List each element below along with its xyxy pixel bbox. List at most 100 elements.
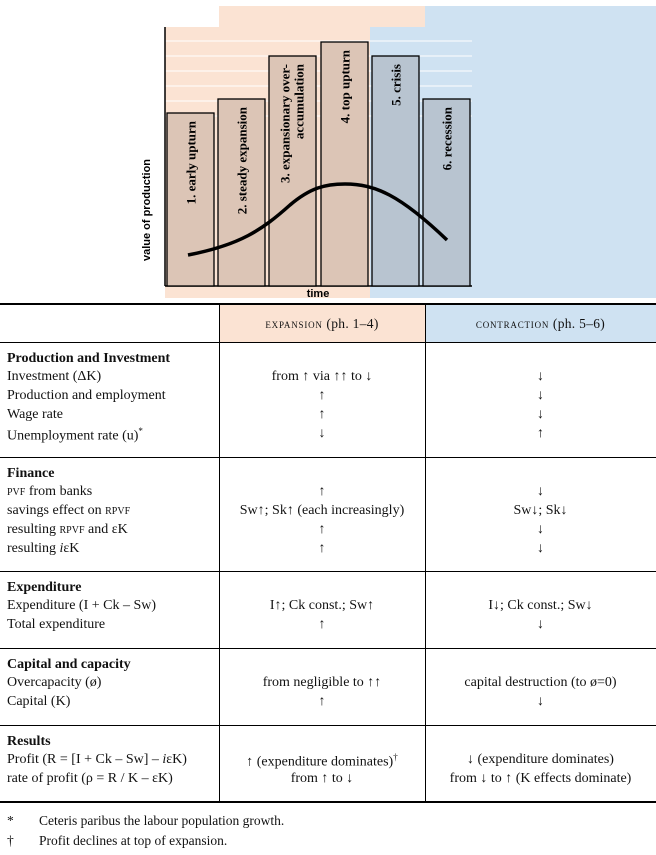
expansion-cell: ↑: [318, 541, 326, 556]
expansion-header-phases: (ph. 1–4): [322, 316, 379, 331]
section-title: Finance: [7, 466, 55, 481]
phase-bar: [217, 98, 266, 287]
contraction-cell: ↓ (expenditure dominates): [467, 752, 614, 767]
footnote-text: Profit declines at top of expansion.: [39, 833, 228, 848]
phase-label: 2. steady expansion: [235, 106, 250, 214]
expansion-header: expansion (ph. 1–4): [219, 305, 425, 342]
row-label: Total expenditure: [7, 617, 106, 632]
x-axis-label: time: [307, 288, 330, 300]
table-row: Total expenditure↑↓: [0, 617, 656, 635]
row-label: rate of profit (ρ = R / K – εK): [7, 771, 173, 786]
contraction-header-bg: [425, 305, 656, 342]
business-cycle-diagram: 1. early upturn 2. steady expansion 3. exp…: [0, 0, 656, 300]
column-divider: [425, 726, 426, 801]
diagram-canvas: 1. early upturn 2. steady expansion 3. exp…: [141, 6, 656, 300]
phase-bar: [320, 41, 369, 287]
contraction-header-phases: (ph. 5–6): [549, 316, 606, 331]
cycle-curve: [187, 182, 449, 257]
header-divider-right: [425, 305, 426, 342]
header-divider-left: [219, 305, 220, 342]
section-rule: [0, 648, 656, 649]
expansion-cell: ↑: [318, 522, 326, 537]
contraction-cell: ↓: [537, 407, 544, 422]
row-label: Expenditure (I + Ck – Sw): [7, 598, 157, 613]
footnote-2: † Profit declines at top of expansion.: [7, 833, 227, 849]
section-title: Production and Investment: [7, 351, 171, 366]
section-title: Capital and capacity: [7, 657, 131, 672]
footnote-mark: *: [7, 813, 14, 828]
expansion-header-bg: [219, 305, 425, 342]
row-label: Wage rate: [7, 407, 63, 422]
row-label: Production and employment: [7, 388, 166, 403]
section-rule: [0, 725, 656, 726]
contraction-cell: ↓: [537, 484, 544, 499]
table-row: resulting iεK↑↓: [0, 541, 656, 559]
footnote-1: * Ceteris paribus the labour population g…: [7, 813, 284, 829]
contraction-cell: Sw↓; Sk↓: [513, 503, 568, 518]
row-label: resulting iεK: [7, 541, 80, 556]
column-divider: [425, 649, 426, 725]
table-row: Overcapacity (ø)from negligible to ↑↑cap…: [0, 675, 656, 693]
table-row: Expenditure (I + Ck – Sw) I↑; Ck const.; …: [0, 598, 656, 616]
section-title: Expenditure: [7, 580, 82, 595]
expansion-cell: from ↑ to ↓: [290, 771, 354, 786]
expansion-cell: ↑: [318, 484, 326, 499]
column-divider: [219, 343, 220, 457]
expansion-cell: ↑: [318, 407, 326, 422]
contraction-header-name: contraction: [475, 316, 550, 331]
phase-bar: [422, 98, 471, 287]
y-axis-label: value of production: [141, 159, 153, 261]
section-rule: [0, 457, 656, 458]
row-label: Capital (K): [7, 694, 71, 709]
row-label: Unemployment rate (u)*: [7, 426, 143, 444]
footnote-text: Ceteris paribus the labour population gr…: [39, 813, 285, 828]
table-row: Unemployment rate (u)* ↓ ↑: [0, 426, 656, 444]
phase-label: 5. crisis: [389, 64, 404, 106]
expansion-cell: ↑ (expenditure dominates)†: [246, 752, 398, 770]
phase-label: 4. top upturn: [338, 49, 353, 123]
expansion-cell: ↑: [318, 388, 326, 403]
row-label: pvf from banks: [7, 484, 93, 499]
contraction-header: contraction (ph. 5–6): [425, 305, 656, 342]
expansion-cell: I↑; Ck const.; Sw↑: [269, 598, 375, 613]
column-divider: [219, 572, 220, 648]
expansion-cell: ↓: [318, 426, 326, 441]
contraction-cell: ↑: [537, 426, 544, 441]
footnote-mark: †: [7, 833, 14, 848]
table-top-rule: [0, 303, 656, 305]
table-row: Wage rate ↑ ↓: [0, 407, 656, 425]
table-row: Production and employment ↑ ↓: [0, 388, 656, 406]
expansion-cell: ↑: [318, 694, 326, 709]
table-row: rate of profit (ρ = R / K – εK) from ↑ to…: [0, 771, 656, 789]
section-rule: [0, 571, 656, 572]
phase-label-cont: accumulation: [292, 63, 307, 139]
row-label: Profit (R = [I + Ck – Sw] – iεK): [7, 752, 187, 767]
column-divider: [425, 343, 426, 457]
phase-bar: [371, 55, 420, 287]
column-divider: [425, 458, 426, 571]
table-row: pvf from banks ↑ ↓: [0, 484, 656, 502]
phase-label: 1. early upturn: [184, 120, 199, 204]
phase-bar: [268, 55, 317, 287]
contraction-cell: I↓; Ck const.; Sw↓: [488, 598, 593, 613]
column-divider: [219, 649, 220, 725]
contraction-cell: capital destruction (to ø=0): [464, 675, 617, 690]
grid-lines: [165, 40, 472, 117]
contraction-cell: ↓: [537, 694, 544, 709]
expansion-header-name: expansion: [265, 316, 323, 331]
table-bottom-rule: [0, 801, 656, 803]
row-label: Investment (ΔK): [7, 369, 102, 384]
phase-bars: 1. early upturn 2. steady expansion 3. exp…: [166, 41, 471, 287]
column-divider: [219, 458, 220, 571]
expansion-cell: from negligible to ↑↑: [262, 675, 382, 690]
phase-label: 6. recession: [440, 106, 455, 170]
table-row: Investment (ΔK)from ↑ via ↑↑ to ↓↓: [0, 369, 656, 387]
contraction-cell: ↓: [537, 388, 544, 403]
phase-label: 3. expansionary over-: [278, 64, 293, 183]
column-divider: [219, 726, 220, 801]
expansion-cell: from ↑ via ↑↑ to ↓: [271, 369, 373, 384]
